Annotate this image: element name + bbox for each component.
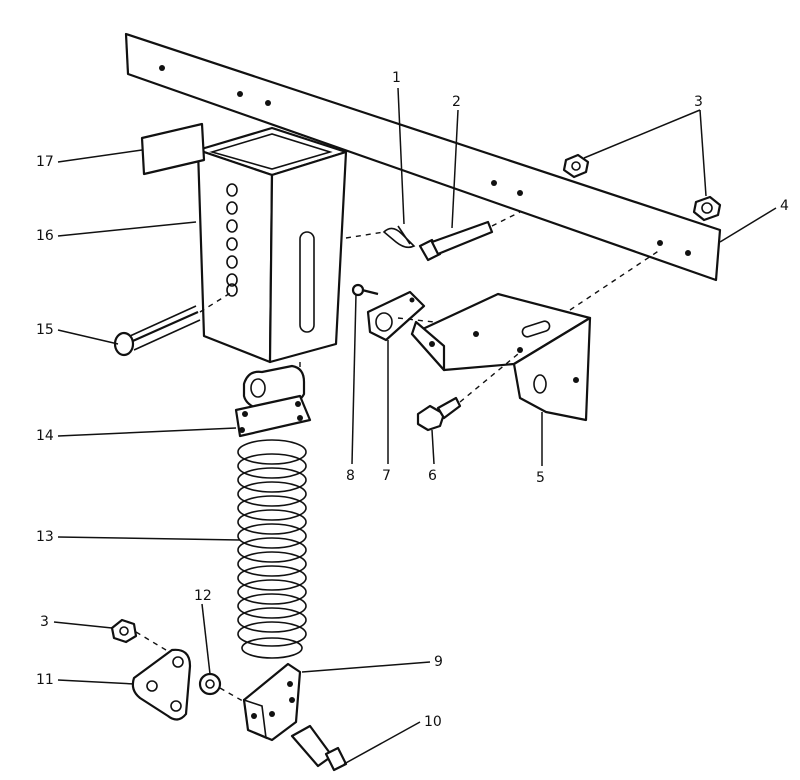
part-1-hairpin [345, 225, 416, 249]
callout-14: 14 [36, 428, 54, 444]
callout-16: 16 [36, 228, 54, 244]
part-8-screw [351, 283, 379, 297]
callout-13: 13 [36, 529, 54, 545]
callout-15: 15 [36, 322, 54, 338]
callout-5: 5 [536, 470, 545, 486]
part-16-square-tube [196, 126, 348, 364]
callout-1: 1 [392, 70, 401, 86]
part-10-bolt [290, 724, 348, 772]
part-13-coil-spring [237, 439, 307, 659]
part-11-plate [131, 648, 192, 721]
part-5-bracket [410, 249, 661, 422]
callout-4: 4 [780, 198, 789, 214]
callout-6: 6 [428, 468, 437, 484]
part-15-pin [113, 291, 233, 357]
part-12-washer [198, 672, 249, 705]
callout-12: 12 [194, 588, 212, 604]
part-4-bar [124, 32, 722, 282]
part-3-nut-lower [692, 195, 722, 222]
callout-3-top: 3 [694, 94, 703, 110]
part-14-spring-seat [234, 362, 312, 438]
callout-3-bottom: 3 [40, 614, 49, 630]
part-7-pivot-plate [366, 290, 435, 342]
part-3-nut-lower-left [110, 618, 177, 657]
callout-7: 7 [382, 468, 391, 484]
part-6-bolt [416, 353, 519, 432]
part-3-nut-upper [562, 153, 590, 179]
part-17-label-plate [140, 122, 206, 176]
part-9-lower-bracket [242, 662, 302, 742]
callout-9: 9 [434, 654, 443, 670]
callout-8: 8 [346, 468, 355, 484]
part-2-bolt [418, 211, 521, 262]
callout-2: 2 [452, 94, 461, 110]
callout-10: 10 [424, 714, 442, 730]
callout-11: 11 [36, 672, 54, 688]
leader-lines [53, 87, 777, 765]
callout-17: 17 [36, 154, 54, 170]
